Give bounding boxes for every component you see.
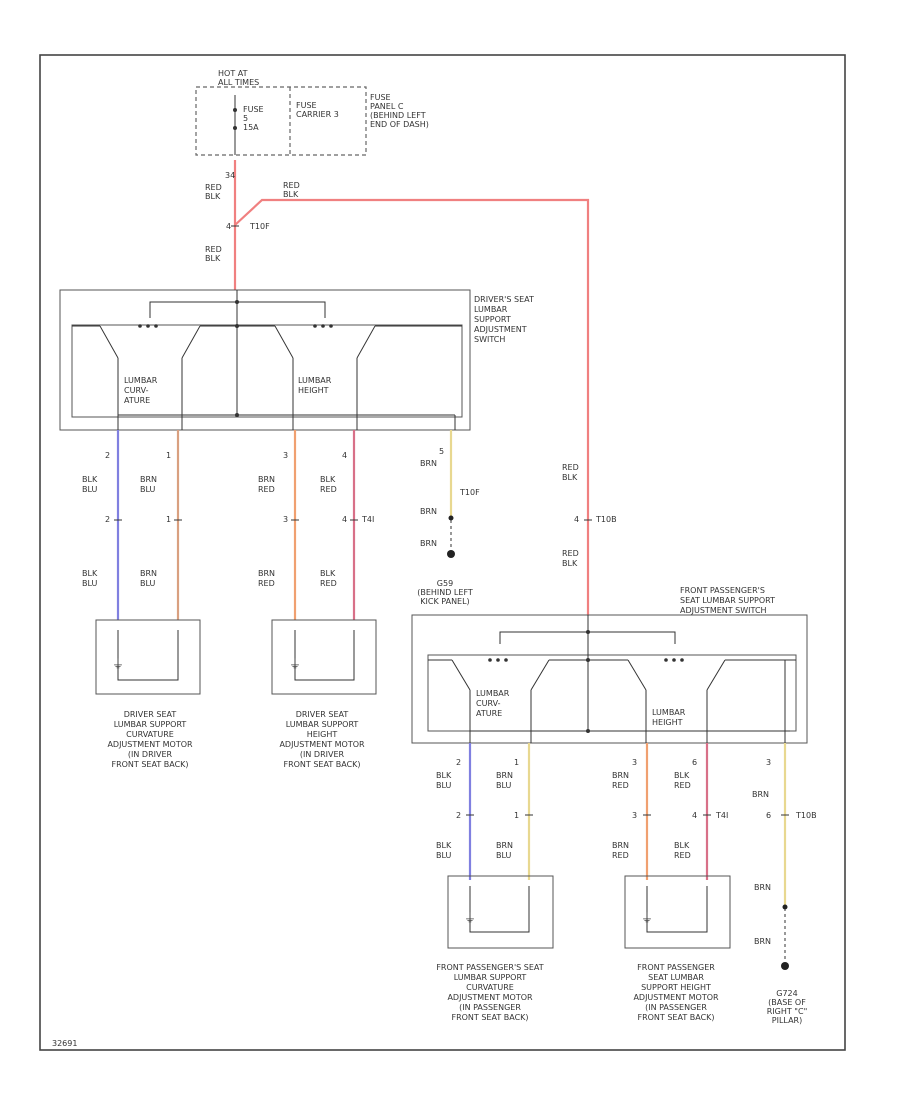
pin-34: 34 [225, 171, 235, 180]
passenger-switch-box [411, 614, 808, 744]
svg-text:⏚: ⏚ [112, 657, 124, 671]
pin-label: 1 [166, 515, 171, 524]
driver-switch-box [59, 289, 471, 431]
pin-label: 3 [283, 515, 288, 524]
wire-label: BRN [754, 937, 771, 946]
pin-label: 2 [456, 758, 461, 767]
pin-label: 3 [632, 758, 637, 767]
fuse-panel-box [195, 86, 367, 156]
pin-label: 1 [514, 811, 519, 820]
driver-height-motor-icon: ⏚ [289, 630, 355, 681]
driver-height-switch [274, 324, 376, 430]
diagram-id: 32691 [52, 1039, 77, 1048]
driver-switch-inner [71, 324, 463, 418]
passenger-curvature-switch [451, 658, 550, 743]
svg-text:⏚: ⏚ [464, 911, 476, 925]
pin-label: 6 [692, 758, 697, 767]
pin-label: 4 [692, 811, 697, 820]
diagram-frame [39, 54, 846, 1051]
wire-label: BRN [420, 539, 437, 548]
pin-label: 3 [283, 451, 288, 460]
connector-label: T4I [361, 515, 374, 524]
wire-red-blk-to-passenger [234, 198, 590, 615]
pin-label: 4 [574, 515, 579, 524]
fuse-symbol [233, 95, 237, 155]
connector-t10f-a: T10F [249, 222, 270, 231]
pin-label: 2 [105, 451, 110, 460]
svg-text:⏚: ⏚ [641, 911, 653, 925]
connector-label: T10B [795, 811, 817, 820]
wire-label: BRN [754, 883, 771, 892]
pin-label: 2 [456, 811, 461, 820]
passenger-height-motor-box [624, 875, 731, 949]
ground-g59-icon [447, 550, 455, 558]
passenger-curvature-motor-icon: ⏚ [464, 886, 530, 933]
driver-curvature-motor-box [95, 619, 201, 695]
passenger-height-motor-icon: ⏚ [641, 886, 708, 933]
wire-label: BRN [420, 459, 437, 468]
pin-4-a: 4 [226, 222, 231, 231]
driver-curvature-switch [99, 324, 201, 430]
pin-label: 6 [766, 811, 771, 820]
wire-label: BRN [752, 790, 769, 799]
pin-label: 1 [166, 451, 171, 460]
pin-label: 4 [342, 451, 347, 460]
connector-label: T10B [595, 515, 617, 524]
driver-height-motor-box [271, 619, 377, 695]
pin-label: 1 [514, 758, 519, 767]
driver-curvature-motor-icon: ⏚ [112, 630, 179, 681]
ground-g724-icon [781, 962, 789, 970]
pin-label: 2 [105, 515, 110, 524]
pin-label: 3 [632, 811, 637, 820]
pin-label: 5 [439, 447, 444, 456]
pin-label: 4 [342, 515, 347, 524]
connector-label: T10F [459, 488, 480, 497]
passenger-height-switch [627, 658, 726, 743]
pin-label: 3 [766, 758, 771, 767]
connector-label: T4I [715, 811, 728, 820]
passenger-curvature-motor-box [447, 875, 554, 949]
wire-label: BRN [420, 507, 437, 516]
svg-text:⏚: ⏚ [289, 657, 301, 671]
